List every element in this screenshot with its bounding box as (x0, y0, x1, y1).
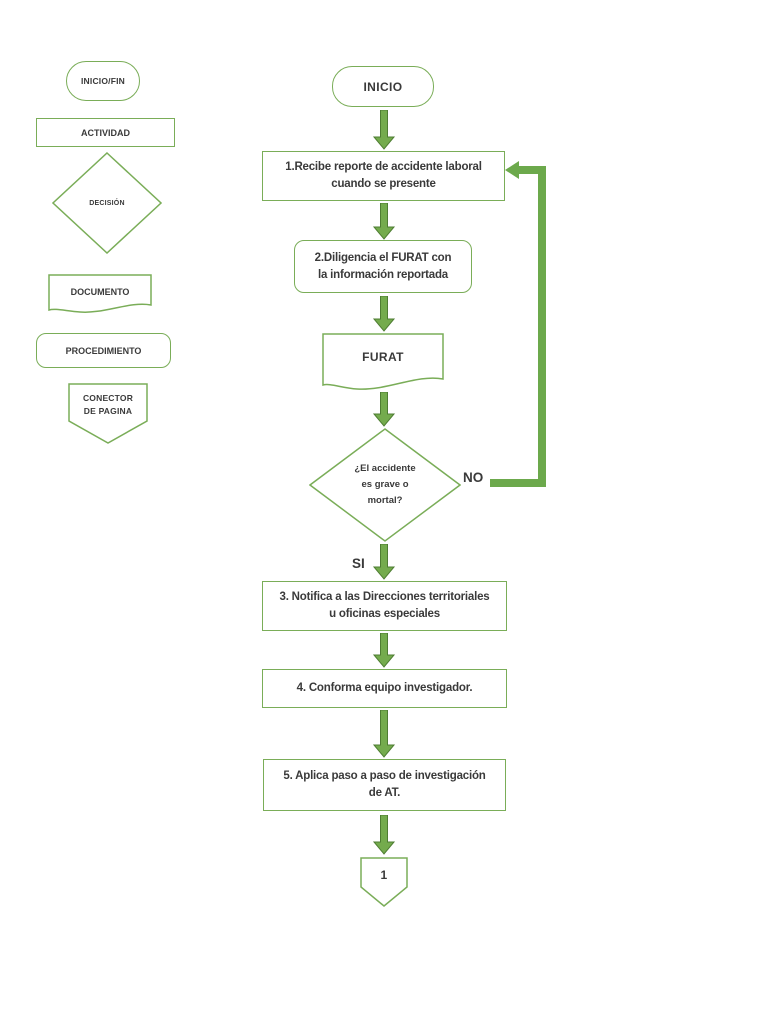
flow-arrow-down-icon (372, 710, 396, 758)
flow-page-connector-shape: 1 (360, 857, 408, 907)
flow-arrow-down-icon (372, 633, 396, 668)
no-loop-line-bottom (490, 479, 546, 487)
flow-decision-line2: es grave o (361, 479, 409, 490)
flow-arrow-down-icon (372, 544, 396, 580)
flow-arrow-down-icon (372, 110, 396, 150)
legend-process-shape: ACTIVIDAD (36, 118, 175, 147)
page-connector-outline (360, 857, 408, 907)
legend-terminator-label: INICIO/FIN (80, 76, 126, 86)
flow-arrow-down-icon (372, 296, 396, 332)
flow-step-3-box: 3. Notifica a las Direcciones territoria… (262, 581, 507, 631)
flow-decision-shape: ¿El accidente es grave o mortal? (309, 428, 461, 542)
diamond-outline (52, 152, 162, 254)
flow-step-3-line2: u oficinas especiales (329, 608, 440, 620)
flow-arrow-down-icon (372, 815, 396, 855)
legend-page-connector-shape: CONECTOR DE PAGINA (68, 383, 148, 444)
legend-decision-label: DECISIÓN (89, 199, 125, 207)
flow-step-5-line2: de AT. (368, 787, 401, 799)
flow-document-shape: FURAT (322, 333, 444, 391)
page-connector-outline (68, 383, 148, 444)
flow-step-5-line1: 5. Aplica paso a paso de investigación (283, 770, 486, 782)
legend-process-label: ACTIVIDAD (81, 127, 130, 138)
flow-page-connector-label: 1 (380, 868, 388, 882)
no-loop-line-top (518, 166, 546, 174)
legend-terminator-shape: INICIO/FIN (66, 61, 140, 101)
flow-step-1-line1: 1.Recibe reporte de accidente laboral (285, 161, 482, 173)
flow-start-label: INICIO (363, 79, 403, 94)
legend-page-connector-line1: CONECTOR (82, 392, 134, 403)
flow-step-2-box: 2.Diligencia el FURAT con la información… (294, 240, 472, 293)
flow-step-4-box: 4. Conforma equipo investigador. (262, 669, 507, 708)
no-loop-line-vertical (538, 166, 546, 487)
flow-si-label: SI (352, 556, 365, 571)
document-outline (48, 274, 152, 313)
legend-procedure-shape: PROCEDIMIENTO (36, 333, 171, 368)
flow-step-2-line1: 2.Diligencia el FURAT con (314, 251, 452, 264)
flow-no-label: NO (463, 470, 484, 485)
flow-decision-line1: ¿El accidente (354, 463, 416, 474)
legend-procedure-label: PROCEDIMIENTO (65, 345, 142, 356)
diamond-outline (309, 428, 461, 542)
legend-document-shape: DOCUMENTO (48, 274, 152, 316)
flow-arrow-down-icon (372, 392, 396, 427)
no-loop-arrowhead-icon (505, 161, 519, 179)
flow-start-terminator: INICIO (332, 66, 434, 107)
flow-decision-line3: mortal? (367, 495, 403, 506)
legend-page-connector-line2: DE PAGINA (83, 405, 133, 416)
document-outline (322, 333, 444, 390)
flow-step-2-line2: la información reportada (317, 268, 449, 281)
legend-document-label: DOCUMENTO (70, 286, 130, 297)
flow-arrow-down-icon (372, 203, 396, 240)
flow-step-3-line1: 3. Notifica a las Direcciones territoria… (279, 591, 490, 603)
flow-step-4-line1: 4. Conforma equipo investigador. (296, 682, 473, 694)
flow-step-1-line2: cuando se presente (331, 178, 436, 190)
flow-step-1-box: 1.Recibe reporte de accidente laboral cu… (262, 151, 505, 201)
flow-document-label: FURAT (362, 350, 404, 364)
legend-decision-shape: DECISIÓN (52, 152, 162, 254)
flow-step-5-box: 5. Aplica paso a paso de investigación d… (263, 759, 506, 811)
